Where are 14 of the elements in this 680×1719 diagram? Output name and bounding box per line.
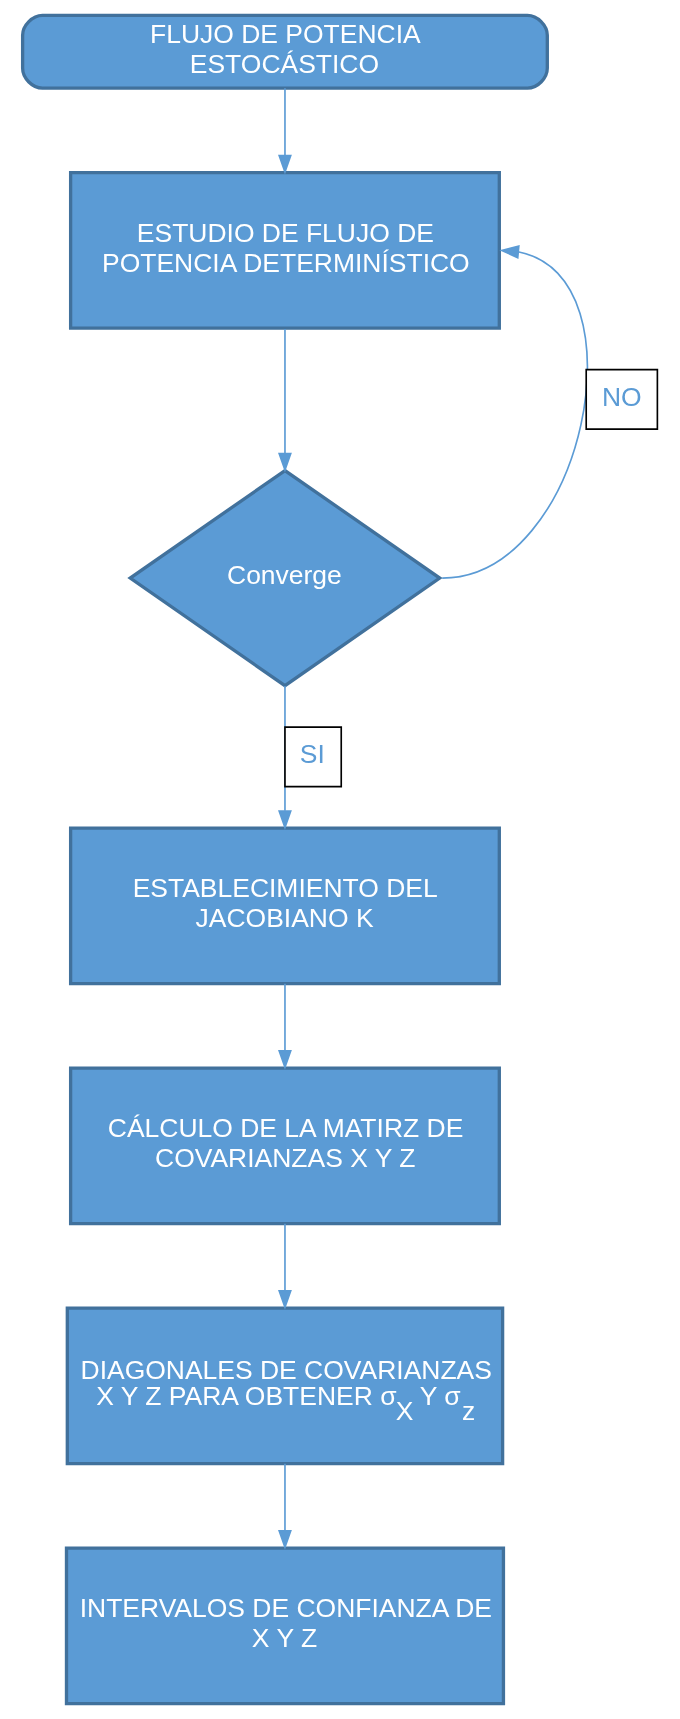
node-box: ESTUDIO DE FLUJO DE POTENCIA DETERMINÍSTICO <box>68 170 501 330</box>
edge-label: NO <box>601 381 642 412</box>
node-box: ESTABLECIMIENTO DEL JACOBIANO K <box>68 826 501 986</box>
node-box: INTERVALOS DE CONFIANZA DE X Y Z <box>64 1546 506 1706</box>
node-box: FLUJO DE POTENCIA ESTOCÁSTICO <box>20 13 549 90</box>
node-box: CÁLCULO DE LA MATIRZ DE COVARIANZAS X Y Z <box>68 1066 501 1226</box>
arrow <box>278 87 292 175</box>
arrow <box>441 245 588 579</box>
arrow <box>278 328 292 473</box>
arrow <box>278 1462 292 1550</box>
arrow <box>278 982 292 1070</box>
node-diamond: Converge <box>127 468 443 688</box>
edge-label: SI <box>299 739 325 770</box>
arrow <box>278 1222 292 1310</box>
